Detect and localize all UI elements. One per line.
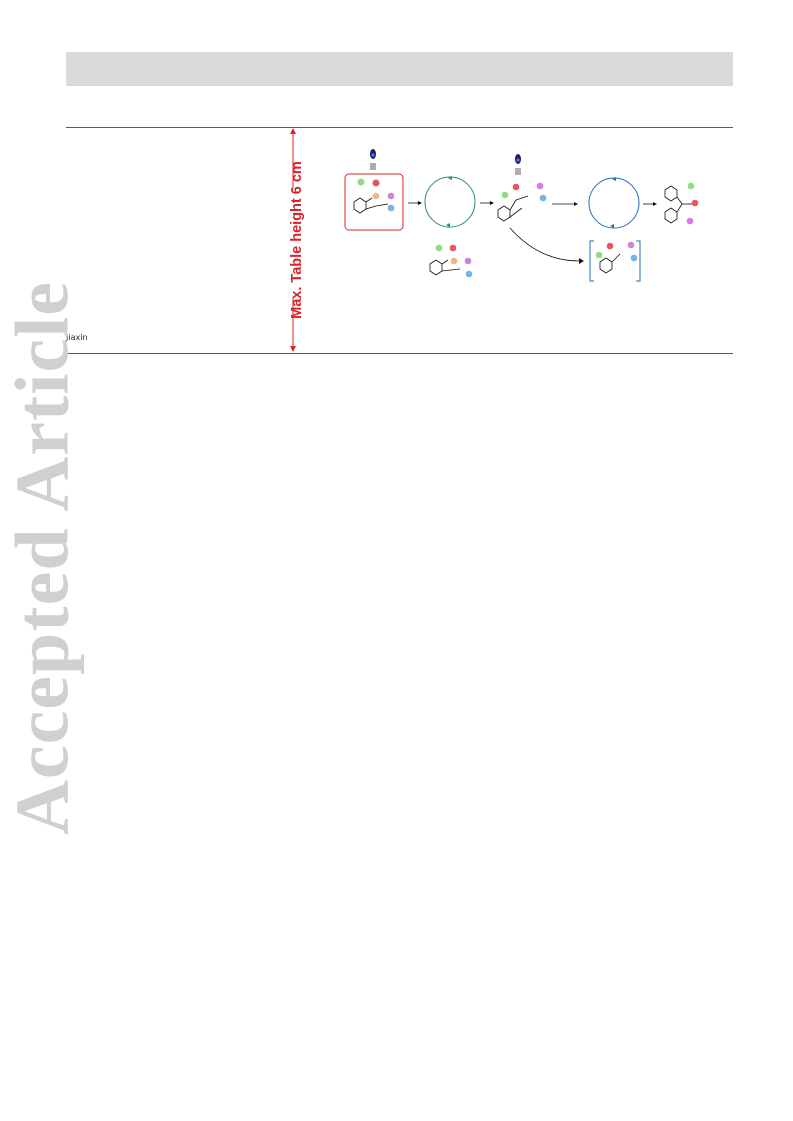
catalytic-cycle-green [424,176,476,228]
intermediate-1 [429,244,473,278]
light-icon [515,154,521,175]
max-table-height-label: Max. Table height 6 cm [289,161,305,319]
catalytic-cycle-blue [588,177,640,229]
starting-material-box [344,173,404,231]
journal-header-bar [66,52,733,86]
product [664,182,699,225]
toc-graphic [344,149,699,282]
starting-material [353,178,395,214]
author-name: Jiaxin [66,333,88,342]
toc-bottom-rule [66,353,733,354]
light-icon [370,149,376,170]
accepted-article-watermark: Accepted Article [0,280,85,836]
intermediate-2 [497,182,547,222]
bracketed-intermediate [589,240,641,282]
toc-top-rule [66,127,733,128]
table-height-arrow [290,128,296,352]
